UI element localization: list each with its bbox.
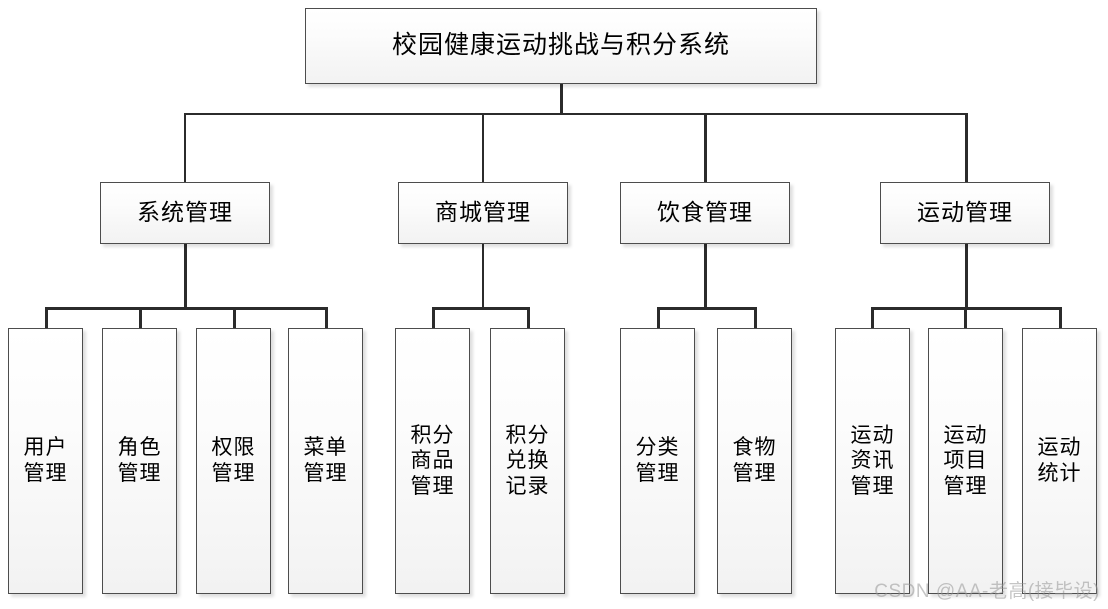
leaf-node-label: 用户管理	[23, 435, 68, 485]
leaf-node-point-product-management[interactable]: 积分商品管理	[395, 328, 470, 594]
connector-drop-branch-3	[704, 113, 707, 182]
connector-root-stem	[560, 84, 563, 114]
connector-drop-leaf-3-1	[657, 307, 660, 329]
branch-node-system-management[interactable]: 系统管理	[100, 182, 270, 244]
root-node-label: 校园健康运动挑战与积分系统	[391, 32, 730, 60]
branch-node-mall-management[interactable]: 商城管理	[398, 182, 568, 244]
branch-node-label: 系统管理	[137, 200, 233, 226]
connector-drop-branch-1	[184, 113, 186, 182]
leaf-node-label: 运动项目管理	[943, 422, 988, 498]
connector-drop-branch-2	[482, 113, 484, 182]
connector-drop-leaf-4-1	[871, 307, 874, 329]
connector-stem-branch-3	[704, 244, 707, 309]
connector-stem-branch-2	[482, 244, 484, 309]
leaf-node-menu-management[interactable]: 菜单管理	[288, 328, 363, 594]
connector-drop-leaf-1-4	[325, 307, 328, 329]
connector-drop-branch-4	[965, 113, 968, 182]
connector-drop-leaf-4-3	[1059, 307, 1062, 329]
leaf-node-label: 运动资讯管理	[850, 422, 895, 498]
leaf-node-permission-management[interactable]: 权限管理	[196, 328, 271, 594]
leaf-node-user-management[interactable]: 用户管理	[8, 328, 83, 594]
connector-bus-branch-2	[432, 307, 530, 310]
leaf-node-category-management[interactable]: 分类管理	[620, 328, 695, 594]
leaf-node-label: 运动统计	[1037, 435, 1082, 485]
connector-drop-leaf-1-1	[45, 307, 48, 329]
leaf-node-label: 积分商品管理	[410, 422, 455, 498]
connector-level2-bus	[184, 113, 967, 115]
branch-node-label: 运动管理	[917, 200, 1013, 226]
leaf-node-label: 食物管理	[732, 435, 777, 485]
connector-bus-branch-1	[45, 307, 328, 310]
leaf-node-label: 权限管理	[211, 435, 256, 485]
connector-drop-leaf-1-2	[139, 307, 142, 329]
leaf-node-label: 角色管理	[117, 435, 162, 485]
connector-drop-leaf-2-2	[527, 307, 530, 329]
leaf-node-sports-item-management[interactable]: 运动项目管理	[928, 328, 1003, 594]
branch-node-label: 商城管理	[435, 200, 531, 226]
leaf-node-label: 菜单管理	[303, 435, 348, 485]
connector-stem-branch-4	[965, 244, 968, 309]
leaf-node-sports-news-management[interactable]: 运动资讯管理	[835, 328, 910, 594]
leaf-node-label: 分类管理	[635, 435, 680, 485]
leaf-node-label: 积分兑换记录	[505, 422, 550, 498]
connector-drop-leaf-3-2	[754, 307, 757, 329]
leaf-node-sports-statistics[interactable]: 运动统计	[1022, 328, 1097, 594]
branch-node-diet-management[interactable]: 饮食管理	[620, 182, 790, 244]
leaf-node-role-management[interactable]: 角色管理	[102, 328, 177, 594]
connector-bus-branch-3	[657, 307, 757, 310]
connector-stem-branch-1	[184, 244, 187, 309]
branch-node-sports-management[interactable]: 运动管理	[880, 182, 1050, 244]
connector-drop-leaf-1-3	[233, 307, 236, 329]
connector-drop-leaf-4-2	[964, 307, 967, 329]
connector-drop-leaf-2-1	[432, 307, 435, 329]
branch-node-label: 饮食管理	[657, 200, 753, 226]
root-node[interactable]: 校园健康运动挑战与积分系统	[305, 8, 817, 84]
leaf-node-food-management[interactable]: 食物管理	[717, 328, 792, 594]
leaf-node-point-exchange-record[interactable]: 积分兑换记录	[490, 328, 565, 594]
